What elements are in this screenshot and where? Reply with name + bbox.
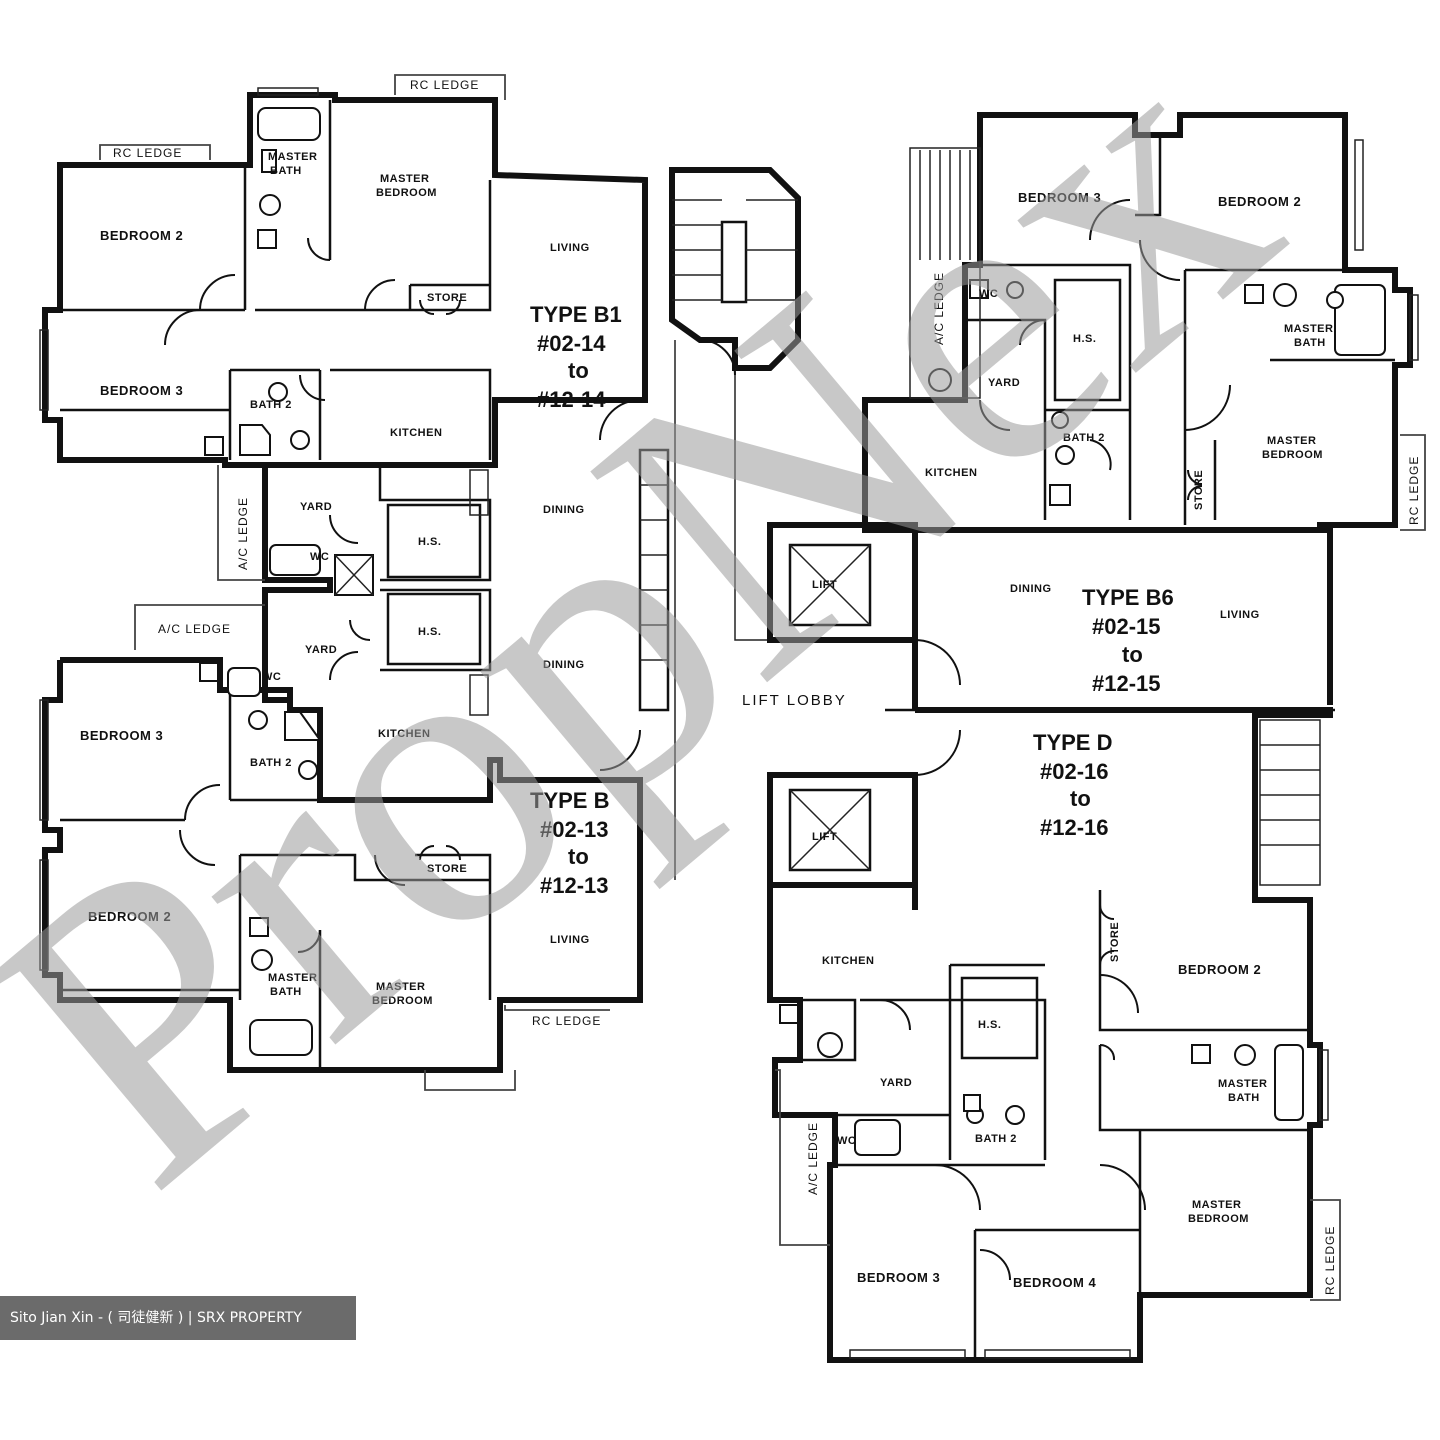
stair-core: [669, 167, 801, 371]
room-label: BATH: [1228, 1092, 1260, 1104]
unit-number-to: #12-14: [537, 387, 606, 412]
room-label: KITCHEN: [390, 427, 442, 439]
unit-type-label: TYPE D: [1033, 730, 1112, 755]
unit-b6-outline: [862, 112, 1413, 533]
room-label: DINING: [1010, 583, 1052, 595]
room-label: STORE: [1109, 922, 1121, 962]
room-label: MASTER: [1284, 323, 1333, 335]
unit-b-outline: [42, 657, 643, 1073]
room-label: H.S.: [418, 626, 441, 638]
room-label: BEDROOM: [1188, 1213, 1249, 1225]
room-label: MASTER: [1218, 1078, 1267, 1090]
room-label: BATH: [270, 986, 302, 998]
room-label: BATH: [1294, 337, 1326, 349]
room-label: KITCHEN: [822, 955, 874, 967]
unit-number-to: #12-13: [540, 873, 609, 898]
rc-ledge-label: RC LEDGE: [1407, 456, 1421, 525]
ac-ledge-label: A/C LEDGE: [806, 1122, 820, 1195]
rc-ledge-label: RC LEDGE: [532, 1014, 601, 1028]
room-label: STORE: [427, 292, 467, 304]
unit-type-b1: RC LEDGE RC LEDGE MASTER BATH MASTER BED…: [39, 74, 648, 468]
central-core: LIFT LIFT LIFT LOBBY: [669, 167, 1335, 888]
room-label: LIVING: [1220, 609, 1260, 621]
rc-ledge-label: RC LEDGE: [1323, 1226, 1337, 1295]
unit-number-from: #02-13: [540, 817, 609, 842]
room-label: H.S.: [418, 536, 441, 548]
unit-type-b: BEDROOM 3 BEDROOM 2 WC BATH 2 KITCHEN ST…: [39, 657, 643, 1091]
room-label: STORE: [427, 863, 467, 875]
room-label: BEDROOM 2: [1218, 194, 1301, 209]
room-label: BEDROOM 3: [80, 728, 163, 743]
ac-ledge-label: A/C LEDGE: [236, 497, 250, 570]
unit-type-label: TYPE B: [530, 788, 609, 813]
lift-lobby-label: LIFT LOBBY: [742, 692, 847, 709]
unit-number-from: #02-15: [1092, 614, 1161, 639]
left-service-core: YARD WC H.S. H.S. YARD DINING DINING A/C…: [134, 448, 670, 716]
room-label: BEDROOM 2: [100, 228, 183, 243]
room-label: BATH 2: [975, 1133, 1017, 1145]
room-label: BEDROOM: [1262, 449, 1323, 461]
room-label: BEDROOM 3: [857, 1270, 940, 1285]
room-label: MASTER: [380, 173, 429, 185]
room-label: MASTER: [1267, 435, 1316, 447]
ac-ledge-label: A/C LEDGE: [158, 622, 231, 636]
room-label: MASTER: [268, 972, 317, 984]
room-label: BEDROOM: [376, 187, 437, 199]
room-label: H.S.: [978, 1019, 1001, 1031]
room-label: H.S.: [1073, 333, 1096, 345]
unit-number-from: #02-14: [537, 331, 606, 356]
room-label: WC: [837, 1135, 856, 1147]
unit-number-to-word: to: [568, 844, 589, 869]
room-label: MASTER: [268, 151, 317, 163]
room-label: YARD: [988, 377, 1020, 389]
room-label: BEDROOM: [372, 995, 433, 1007]
room-label: MASTER: [376, 981, 425, 993]
room-label: DINING: [543, 659, 585, 671]
room-label: BEDROOM 2: [1178, 962, 1261, 977]
unit-number-to: #12-15: [1092, 671, 1161, 696]
lift-label: LIFT: [812, 579, 837, 591]
unit-type-d: KITCHEN H.S. YARD WC BATH 2 BEDROOM 2 ST…: [767, 707, 1341, 1363]
room-label: BEDROOM 3: [1018, 190, 1101, 205]
room-label: BEDROOM 4: [1013, 1275, 1097, 1290]
room-label: BATH: [270, 165, 302, 177]
rc-ledge-label: RC LEDGE: [410, 78, 479, 92]
room-label: WC: [979, 288, 998, 300]
room-label: BATH 2: [1063, 432, 1105, 444]
room-label: BATH 2: [250, 757, 292, 769]
room-label: YARD: [300, 501, 332, 513]
unit-number-to-word: to: [1070, 786, 1091, 811]
unit-number-to-word: to: [568, 358, 589, 383]
unit-number-to-word: to: [1122, 642, 1143, 667]
room-label: YARD: [305, 644, 337, 656]
rc-ledge-label: RC LEDGE: [113, 146, 182, 160]
room-label: KITCHEN: [925, 467, 977, 479]
room-label: KITCHEN: [378, 728, 430, 740]
room-label: WC: [310, 551, 329, 563]
room-label: BATH 2: [250, 399, 292, 411]
lift-label: LIFT: [812, 831, 837, 843]
room-label: LIVING: [550, 934, 590, 946]
room-label: DINING: [543, 504, 585, 516]
unit-number-from: #02-16: [1040, 759, 1109, 784]
room-label: BEDROOM 2: [88, 909, 171, 924]
unit-type-label: TYPE B1: [530, 302, 622, 327]
photo-credit-banner: Sito Jian Xin - ( 司徒健新 ) | SRX PROPERTY: [0, 1296, 356, 1340]
room-label: STORE: [1193, 470, 1205, 510]
room-label: LIVING: [550, 242, 590, 254]
unit-type-b6: BEDROOM 3 BEDROOM 2 WC H.S. YARD BATH 2 …: [862, 112, 1426, 710]
unit-number-to: #12-16: [1040, 815, 1109, 840]
room-label: BEDROOM 3: [100, 383, 183, 398]
room-label: WC: [262, 671, 281, 683]
ac-ledge-label: A/C LEDGE: [932, 272, 946, 345]
unit-type-label: TYPE B6: [1082, 585, 1174, 610]
room-label: YARD: [880, 1077, 912, 1089]
room-label: MASTER: [1192, 1199, 1241, 1211]
